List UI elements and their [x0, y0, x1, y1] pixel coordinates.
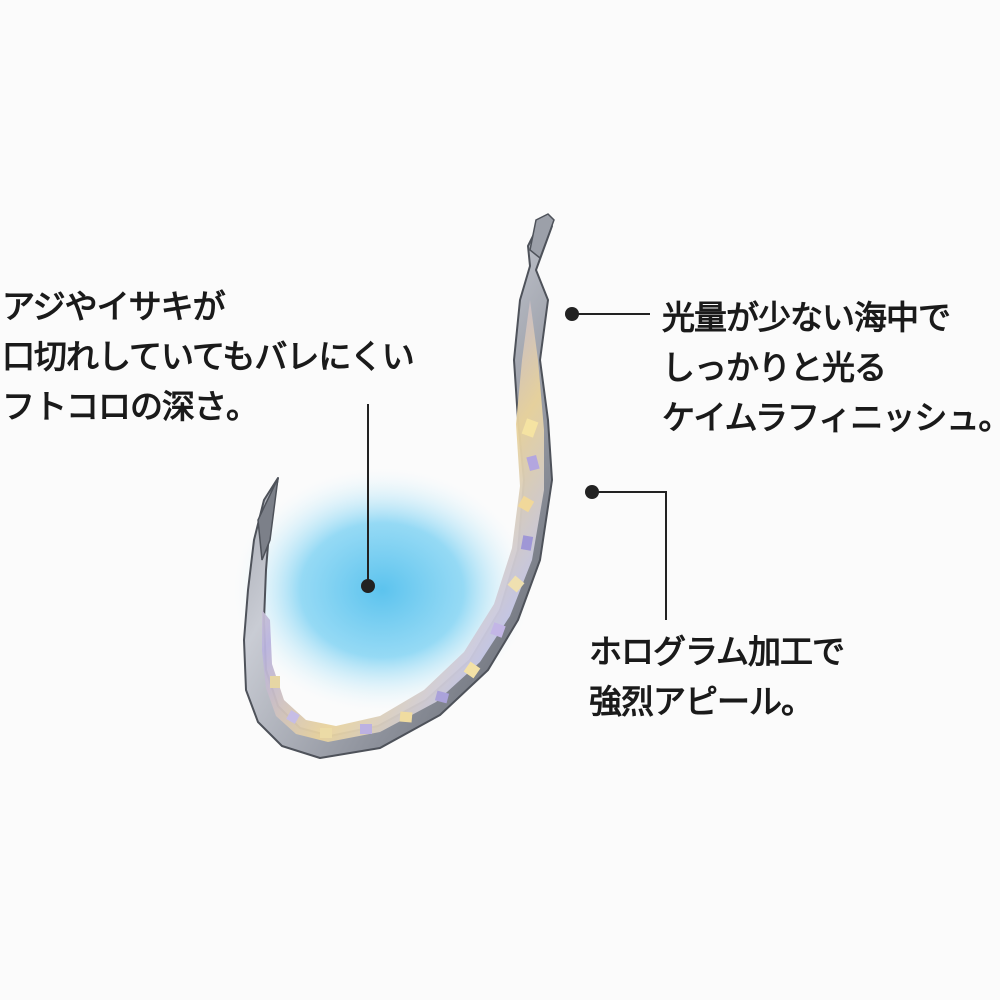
callout-hook-depth: アジやイサキが 口切れしていてもバレにくい フトコロの深さ。 [2, 282, 415, 432]
hologram-flecks [270, 418, 540, 738]
callout-line: 強烈アピール。 [589, 682, 814, 721]
glow-highlight [234, 468, 530, 712]
callout-line: ケイムラフィニッシュ。 [662, 398, 1000, 437]
callout-line: ホログラム加工で [589, 632, 845, 671]
callout-line: フトコロの深さ。 [2, 387, 259, 426]
leader-right-bottom [585, 485, 667, 620]
callout-line: 光量が少ない海中で [662, 298, 951, 337]
callout-line: しっかりと光る [662, 348, 887, 387]
leader-left [361, 404, 375, 593]
leader-right-top [565, 307, 650, 321]
callout-line: 口切れしていてもバレにくい [2, 337, 415, 376]
callout-keimura-finish: 光量が少ない海中で しっかりと光る ケイムラフィニッシュ。 [662, 293, 1000, 443]
callout-line: アジやイサキが [2, 287, 226, 326]
hook-point [257, 477, 279, 561]
callout-hologram: ホログラム加工で 強烈アピール。 [589, 627, 845, 727]
hook-eye [529, 213, 555, 260]
